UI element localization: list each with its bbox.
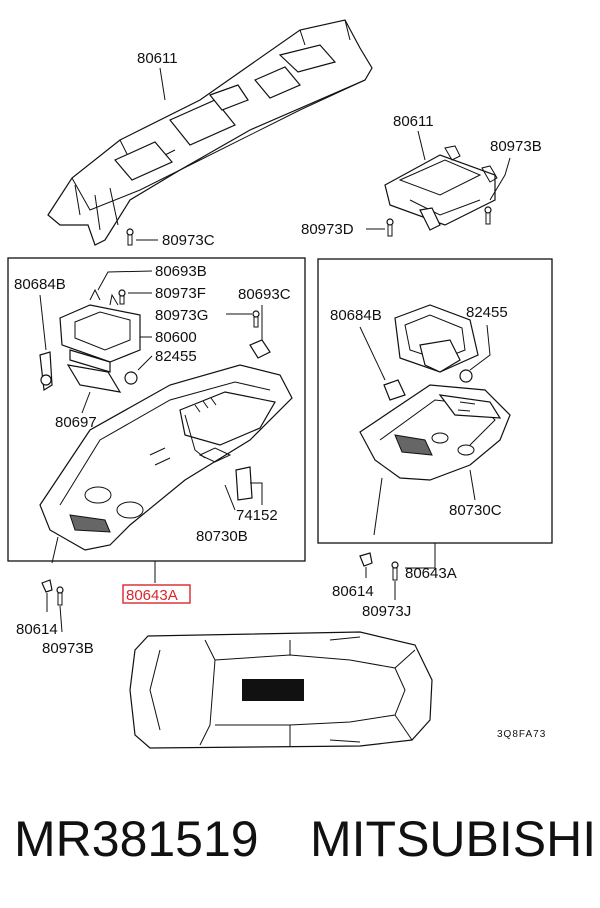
footer: MR381519 MITSUBISHI [0,800,600,880]
highlight-box [122,584,191,604]
label-left-console: 80730B [196,528,248,545]
label-bolt-c: 80973C [162,232,215,249]
right-lower-screw-part [391,561,399,600]
right-lower-clip-part [359,552,373,578]
label-right-bracket: 80611 [393,113,434,130]
label-right-bulb: 82455 [466,304,508,321]
label-right-clip-lower: 80614 [332,583,374,600]
brand-name: MITSUBISHI [310,811,597,867]
right-bulb-part [459,369,473,383]
label-fastener: 74152 [236,507,278,524]
label-pad: 80697 [55,414,97,431]
label-roof-rail: 80611 [137,50,178,67]
label-lamp-lens: 80600 [155,329,197,346]
label-left-clip-lower: 80614 [16,621,58,638]
label-bolt-f: 80973F [155,285,206,302]
lamp-housing-part [59,288,141,373]
pad-part [66,364,122,393]
label-right-assembly: 80643A [405,565,457,582]
bolt-c-part [126,228,134,246]
label-left-clip-b: 80693B [155,263,207,280]
right-bulb-holder-part [383,379,406,401]
roof-rail-part [47,19,373,246]
part-number: MR381519 [14,811,259,867]
bolt-f-part [118,289,126,305]
bolt-d-part [386,218,394,237]
redaction-bar [242,679,304,701]
label-left-screw-lower: 80973B [42,640,94,657]
left-lower-screw-part [56,586,64,633]
bracket-part [384,145,498,231]
bolt-b-part [484,206,492,225]
left-console-part [39,364,293,551]
label-bolt-b: 80973B [490,138,542,155]
label-left-lamp-socket: 80684B [14,276,66,293]
right-lamp-housing-part [394,304,479,373]
left-bulb-holder-part [39,351,53,392]
label-clip-c: 80693C [238,286,291,303]
label-left-bulb: 82455 [155,348,197,365]
figure-code: 3Q8FA73 [497,729,546,740]
bolt-g-part [252,310,260,328]
label-right-screw-lower: 80973J [362,603,411,620]
clip-c-part [249,339,271,359]
label-bolt-g: 80973G [155,307,208,324]
label-bolt-d: 80973D [301,221,354,238]
left-lower-clip-part [41,579,53,612]
left-bulb-part [124,371,138,385]
fastener-part [235,466,253,501]
label-right-console: 80730C [449,502,502,519]
left-detail-box [7,257,306,562]
right-console-part [359,384,511,481]
label-right-lamp-socket: 80684B [330,307,382,324]
label-left-assembly[interactable]: 80643A [126,587,178,604]
